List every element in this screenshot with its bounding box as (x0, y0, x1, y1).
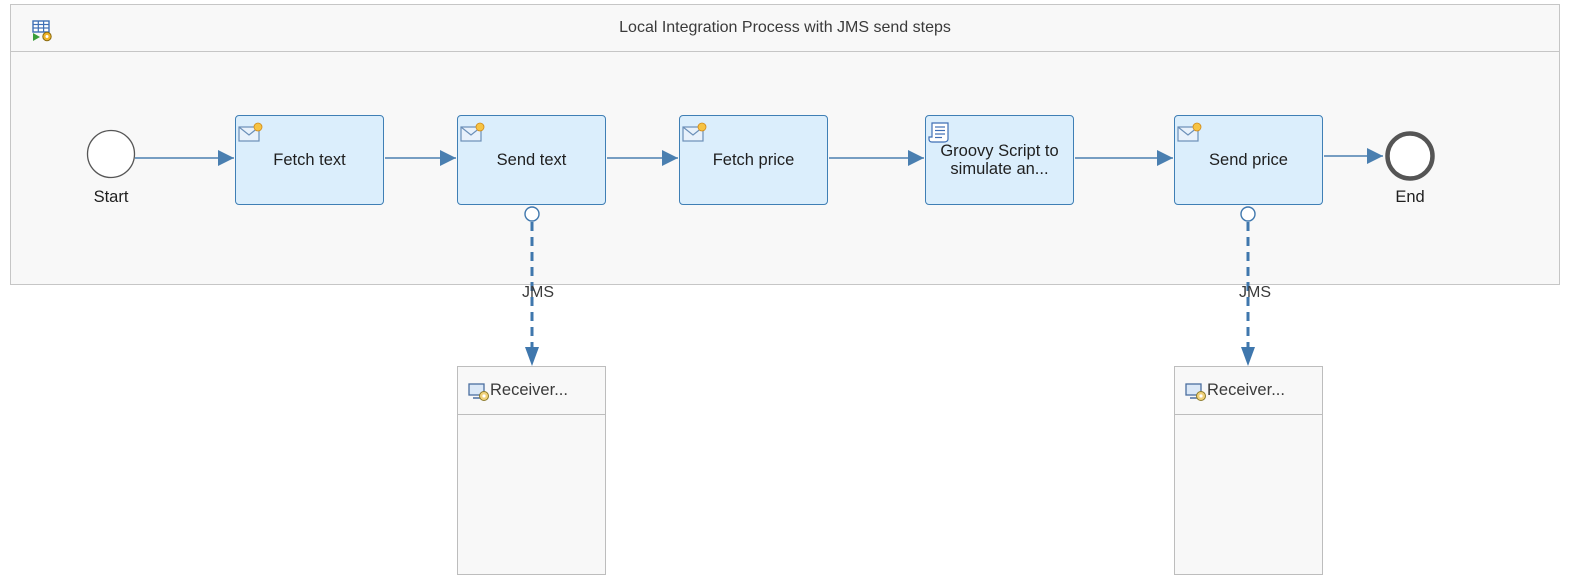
message-flow-jms-2[interactable] (1240, 206, 1256, 366)
step-label: Fetch text (273, 151, 346, 169)
step-label: Send text (496, 151, 567, 169)
step-send-price[interactable]: Send price (1174, 115, 1323, 205)
pool-header: Local Integration Process with JMS send … (11, 5, 1559, 52)
receiver-participant-2[interactable]: Receiver... (1174, 366, 1323, 575)
step-fetch-text[interactable]: Fetch text (235, 115, 384, 205)
content-enricher-icon (238, 121, 264, 148)
receiver-label: Receiver... (1207, 381, 1285, 399)
step-label: Groovy Script to simulate an... (940, 142, 1059, 178)
step-label: Send price (1209, 151, 1288, 169)
jms-channel-label[interactable]: JMS (1239, 284, 1271, 301)
receiver-system-icon (1185, 382, 1207, 407)
message-flow-jms-1[interactable] (524, 206, 540, 366)
receiver-system-icon (468, 382, 490, 407)
end-event-label: End (1395, 188, 1425, 206)
receiver-participant-1[interactable]: Receiver... (457, 366, 606, 575)
step-groovy-script[interactable]: Groovy Script to simulate an... (925, 115, 1074, 205)
content-enricher-icon (682, 121, 708, 148)
receiver-label: Receiver... (490, 381, 568, 399)
step-send-text[interactable]: Send text (457, 115, 606, 205)
send-icon (1177, 121, 1203, 148)
receiver-header: Receiver... (458, 367, 605, 415)
step-fetch-price[interactable]: Fetch price (679, 115, 828, 205)
jms-channel-label[interactable]: JMS (522, 284, 554, 301)
end-event[interactable] (1385, 131, 1435, 181)
start-event-label: Start (93, 188, 129, 206)
step-label: Fetch price (712, 151, 795, 169)
receiver-header: Receiver... (1175, 367, 1322, 415)
pool-title: Local Integration Process with JMS send … (619, 19, 951, 36)
start-event[interactable] (86, 129, 136, 179)
send-icon (460, 121, 486, 148)
script-icon (928, 121, 954, 148)
integration-process-icon (32, 20, 54, 47)
